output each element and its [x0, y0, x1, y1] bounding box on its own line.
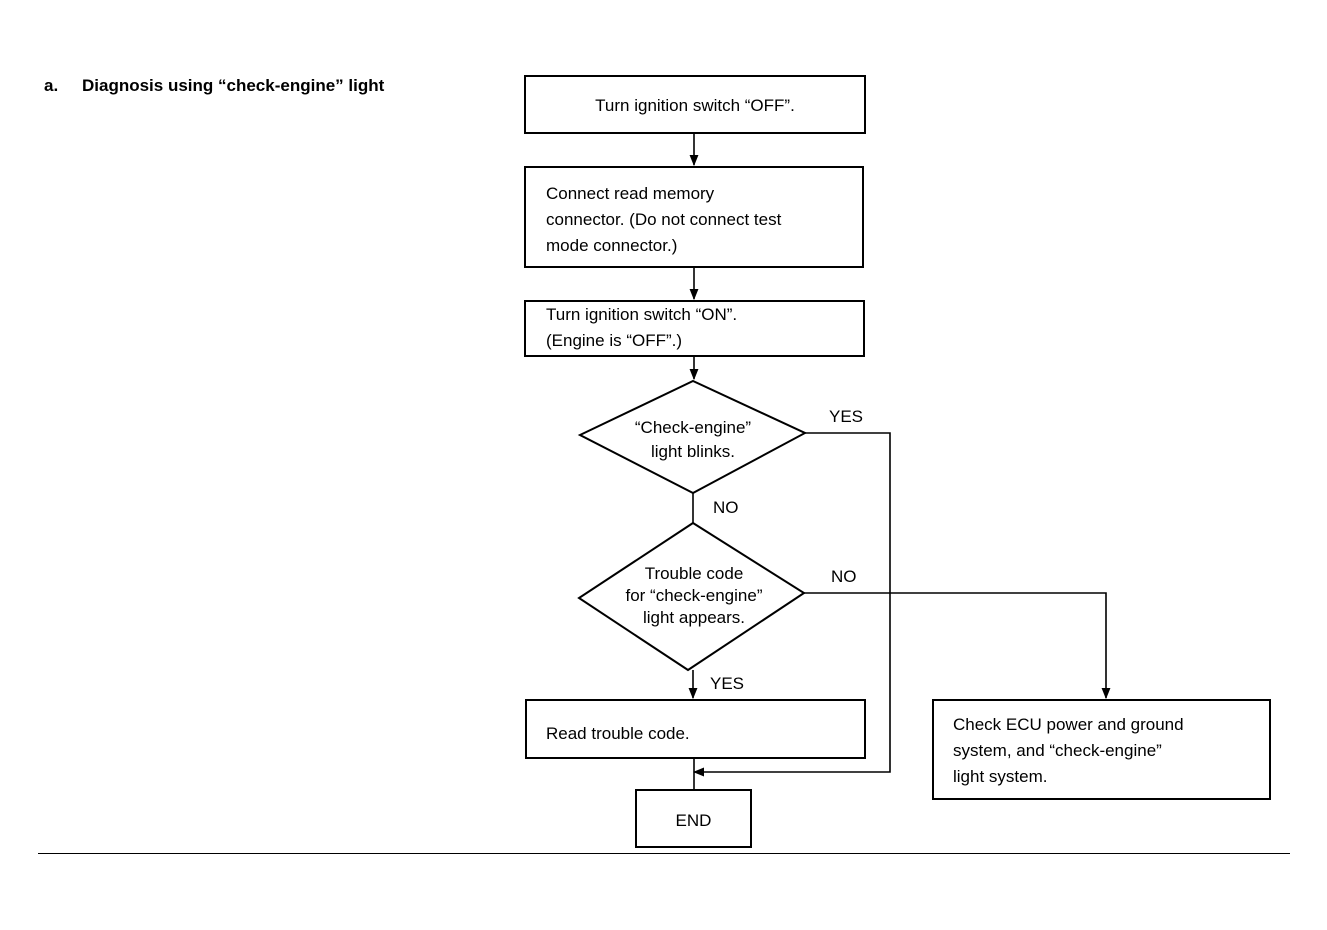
step-ignition-on-text: Turn ignition switch “ON”. (Engine is “O… [546, 305, 738, 350]
connector-decision1-yes [692, 432, 891, 777]
connector-decision2-no [804, 592, 1111, 700]
step-connect-memory-text: Connect read memory connector. (Do not c… [546, 184, 782, 255]
step-connect-memory-box: Connect read memory connector. (Do not c… [524, 166, 864, 268]
end-box: END [635, 789, 752, 848]
section-title: Diagnosis using “check-engine” light [82, 76, 385, 95]
step-ignition-off-text: Turn ignition switch “OFF”. [595, 96, 795, 115]
branch-label-appears-no: NO [831, 567, 857, 586]
step-ignition-off-box: Turn ignition switch “OFF”. [524, 75, 866, 134]
decision-blinks-text: “Check-engine” light blinks. [634, 418, 752, 461]
step-ignition-on-box: Turn ignition switch “ON”. (Engine is “O… [524, 300, 865, 357]
page-divider [38, 853, 1290, 854]
step-read-code-text: Read trouble code. [546, 724, 690, 743]
section-marker: a. [44, 76, 59, 95]
step-check-ecu-box: Check ECU power and ground system, and “… [932, 699, 1271, 800]
step-check-ecu-text: Check ECU power and ground system, and “… [953, 715, 1184, 786]
decision-diamond-code [577, 521, 806, 672]
branch-label-appears-yes: YES [710, 674, 745, 693]
end-text: END [675, 811, 712, 830]
decision-code-text: Trouble code for “check-engine” light ap… [625, 564, 763, 627]
section-heading: a. Diagnosis using “check-engine” light [44, 76, 384, 96]
branch-label-blinks-no: NO [713, 498, 739, 517]
branch-label-blinks-yes: YES [829, 407, 864, 426]
step-read-code-box: Read trouble code. [525, 699, 866, 759]
